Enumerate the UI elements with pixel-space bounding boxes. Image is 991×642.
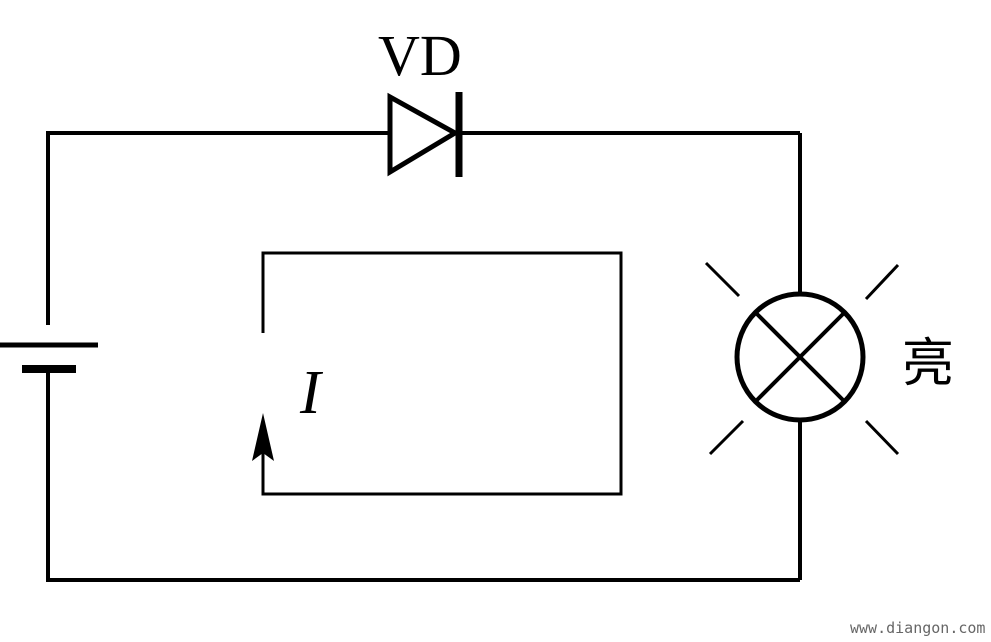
lamp-glow-rays <box>704 261 900 456</box>
circuit-wires <box>46 131 802 582</box>
current-arrowhead <box>252 413 274 461</box>
watermark-text: www.diangon.com <box>850 619 985 637</box>
glow-ray-top-left <box>704 261 741 298</box>
current-flow-path <box>252 251 623 496</box>
current-label: I <box>299 359 324 427</box>
wire-left-top <box>46 131 390 325</box>
diode-symbol <box>387 92 463 177</box>
glow-ray-top-right <box>864 263 900 301</box>
wire-bottom-left <box>46 370 800 582</box>
lamp-symbol <box>734 291 866 423</box>
lamp-cross-line-b <box>753 310 847 404</box>
lamp-state-label: 亮 <box>902 334 954 394</box>
glow-ray-bottom-left <box>708 419 745 456</box>
glow-ray-bottom-right <box>864 419 900 456</box>
current-path-line <box>261 251 623 496</box>
diode-label: VD <box>378 23 462 88</box>
diode-triangle <box>387 92 461 177</box>
battery-symbol <box>0 342 98 373</box>
